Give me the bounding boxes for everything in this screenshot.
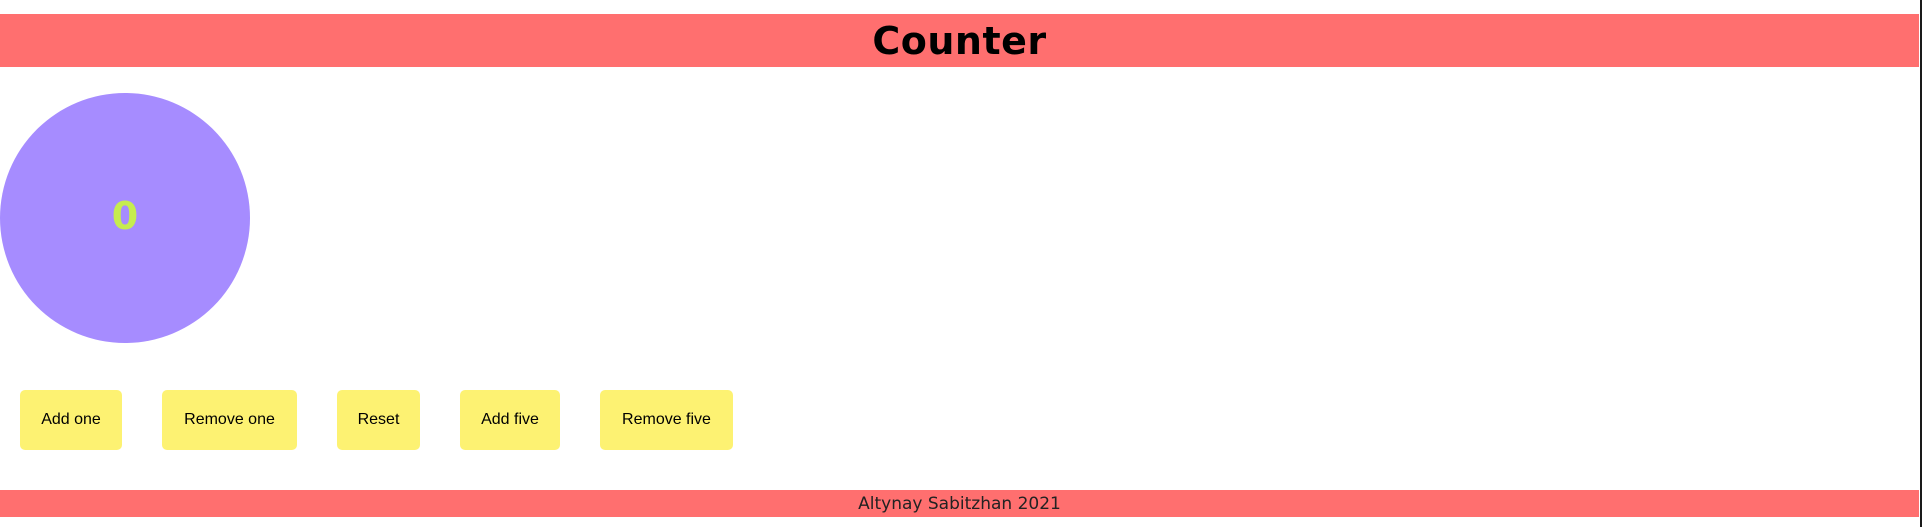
add-five-button[interactable]: Add five (460, 390, 560, 450)
page-title: Counter (872, 18, 1047, 63)
page-header: Counter (0, 14, 1919, 67)
remove-five-button[interactable]: Remove five (600, 390, 733, 450)
page-footer: Altynay Sabitzhan 2021 (0, 490, 1919, 517)
window-edge-lower (1920, 190, 1922, 527)
footer-credit: Altynay Sabitzhan 2021 (858, 493, 1061, 514)
reset-button[interactable]: Reset (337, 390, 420, 450)
add-one-button[interactable]: Add one (20, 390, 122, 450)
remove-one-button[interactable]: Remove one (162, 390, 297, 450)
counter-display: 0 (0, 93, 250, 343)
window-edge (1920, 0, 1922, 190)
counter-value: 0 (111, 194, 139, 238)
